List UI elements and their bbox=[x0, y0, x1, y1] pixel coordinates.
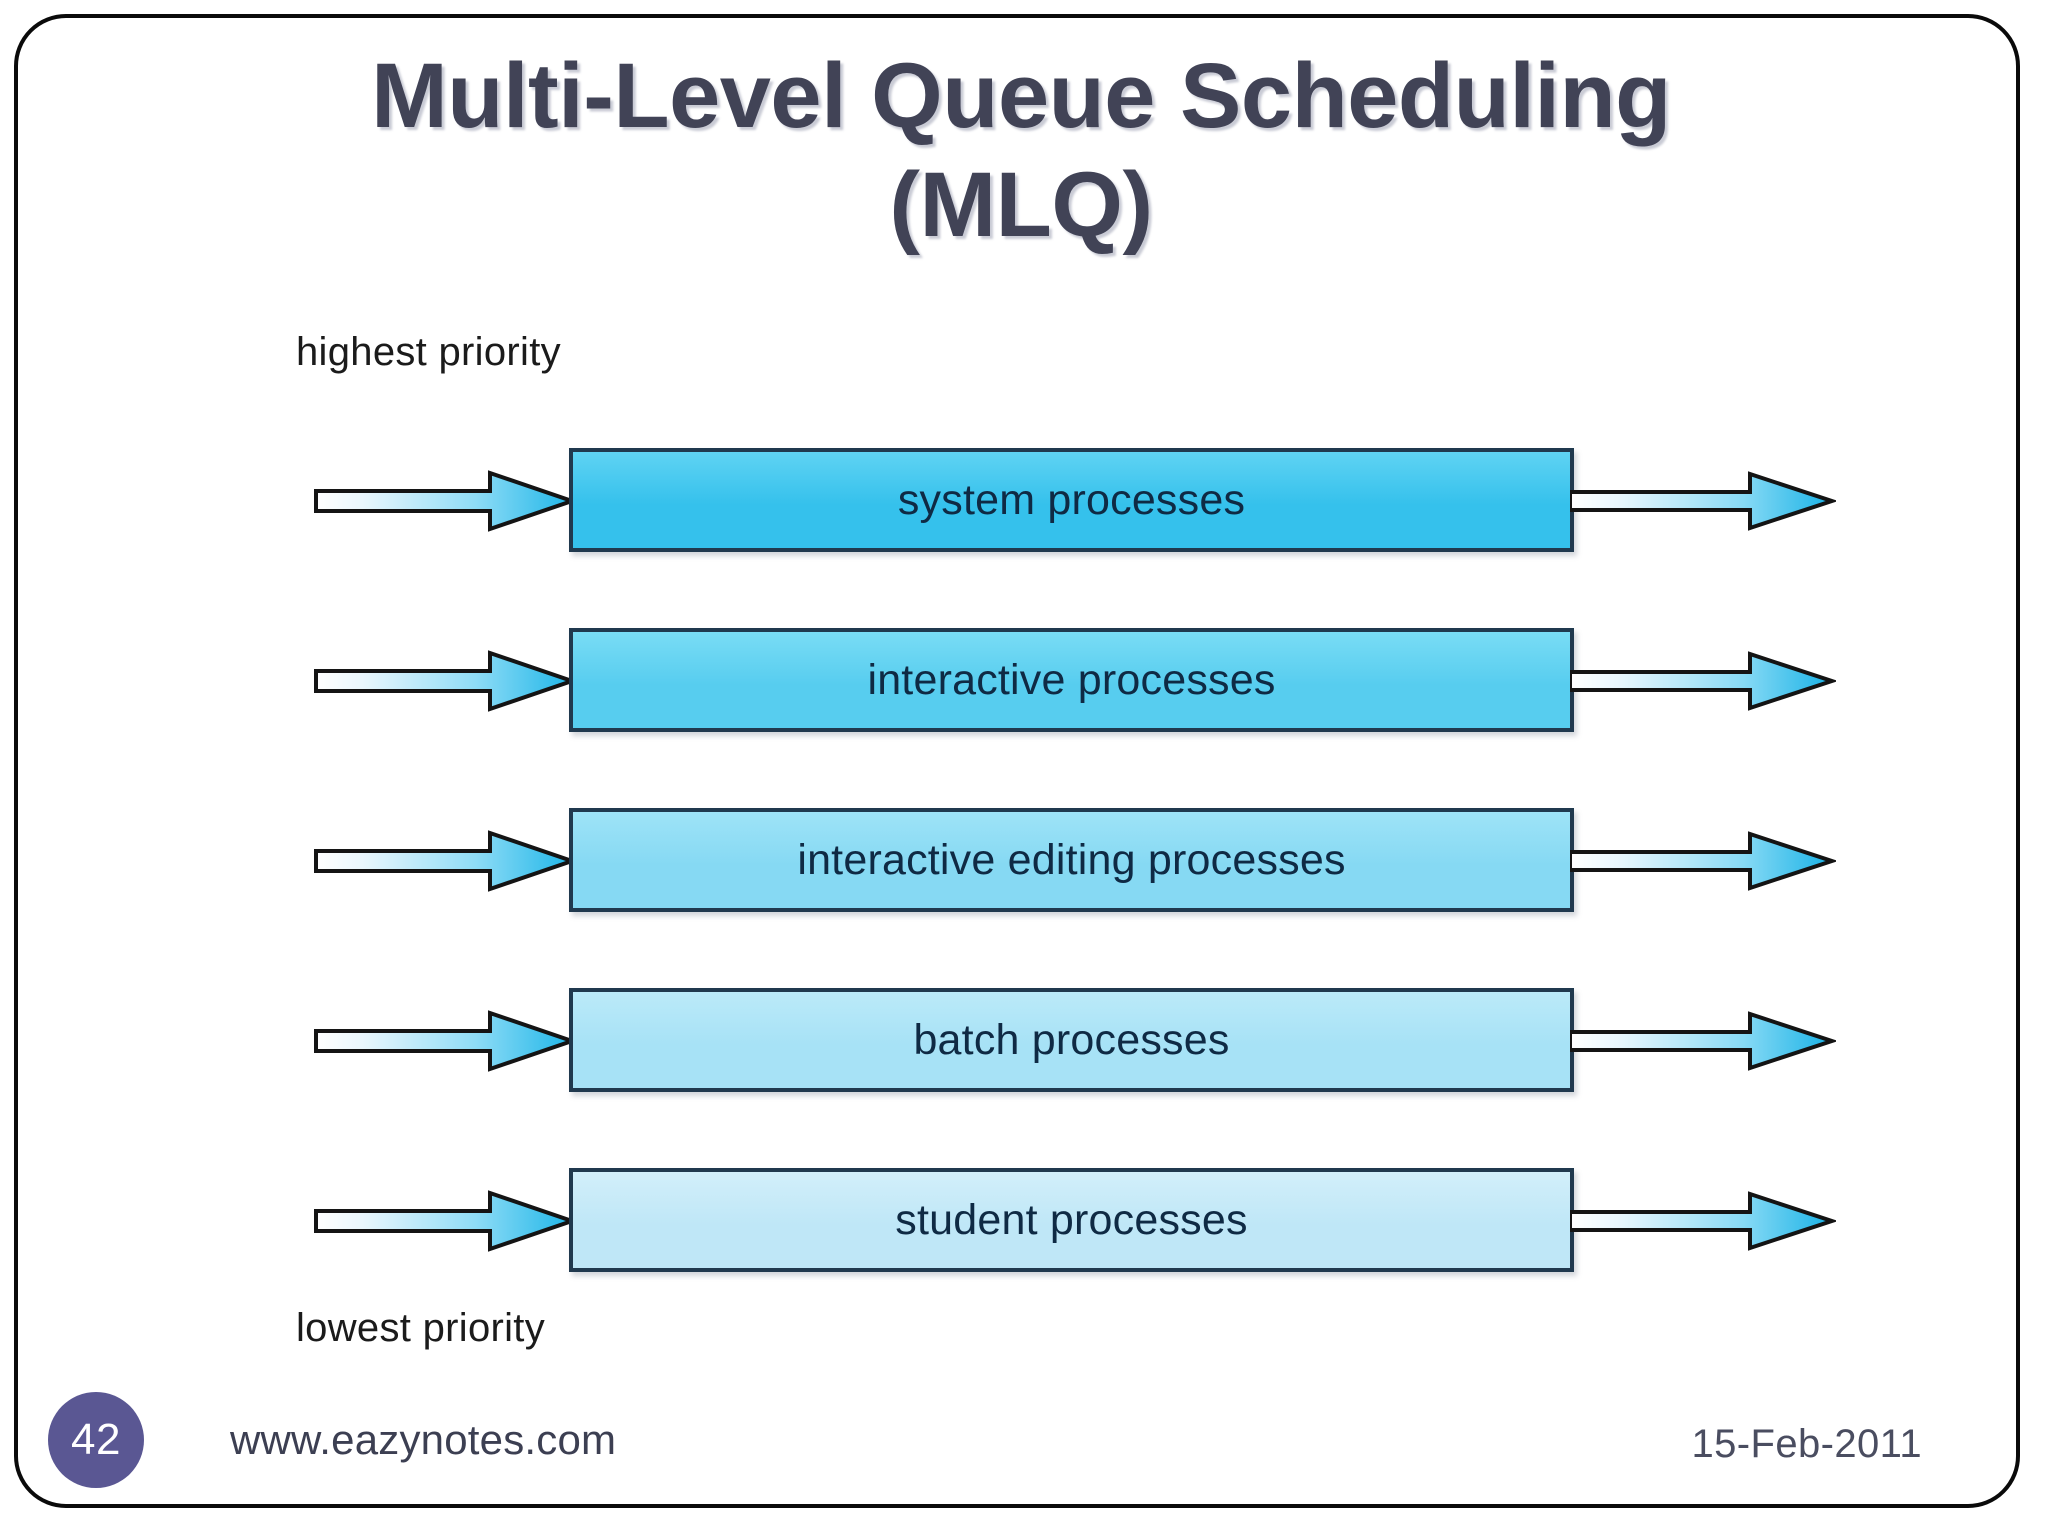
lowest-priority-label: lowest priority bbox=[296, 1306, 546, 1350]
slide: Multi-Level Queue Scheduling (MLQ) highe… bbox=[14, 14, 2020, 1508]
queue-box-label: system processes bbox=[897, 475, 1246, 524]
page-title: Multi-Level Queue Scheduling (MLQ) bbox=[138, 42, 1904, 259]
queue-inbound-arrow-icon bbox=[314, 1010, 576, 1072]
title-line-1: Multi-Level Queue Scheduling bbox=[371, 45, 1671, 147]
queue-outbound-arrow-icon bbox=[1570, 1190, 1836, 1252]
queue-box[interactable]: system processes bbox=[569, 448, 1574, 552]
queue-outbound-arrow-icon bbox=[1570, 830, 1836, 892]
queue-outbound-arrow-icon bbox=[1570, 470, 1836, 532]
queue-box-label: student processes bbox=[895, 1195, 1248, 1244]
queue-inbound-arrow-icon bbox=[314, 1190, 576, 1252]
queue-inbound-arrow-icon bbox=[314, 830, 576, 892]
queue-row: interactive editing processes bbox=[18, 808, 2016, 912]
queue-box[interactable]: batch processes bbox=[569, 988, 1574, 1092]
queue-row: interactive processes bbox=[18, 628, 2016, 732]
title-line-2: (MLQ) bbox=[889, 153, 1153, 256]
queue-row: student processes bbox=[18, 1168, 2016, 1272]
queue-box-label: batch processes bbox=[913, 1015, 1230, 1064]
queue-outbound-arrow-icon bbox=[1570, 650, 1836, 712]
queue-row: batch processes bbox=[18, 988, 2016, 1092]
queue-inbound-arrow-icon bbox=[314, 470, 576, 532]
page-number-badge: 42 bbox=[48, 1392, 144, 1488]
footer-date: 15-Feb-2011 bbox=[1691, 1422, 1922, 1466]
queue-row: system processes bbox=[18, 448, 2016, 552]
queue-box[interactable]: interactive processes bbox=[569, 628, 1574, 732]
queue-inbound-arrow-icon bbox=[314, 650, 576, 712]
queue-box-label: interactive editing processes bbox=[797, 835, 1346, 884]
queue-box[interactable]: interactive editing processes bbox=[569, 808, 1574, 912]
queue-box[interactable]: student processes bbox=[569, 1168, 1574, 1272]
mlq-diagram: highest priority system processes intera… bbox=[18, 18, 2016, 1504]
queue-box-label: interactive processes bbox=[867, 655, 1276, 704]
queue-outbound-arrow-icon bbox=[1570, 1010, 1836, 1072]
footer-website-url[interactable]: www.eazynotes.com bbox=[230, 1416, 617, 1463]
highest-priority-label: highest priority bbox=[296, 330, 561, 374]
